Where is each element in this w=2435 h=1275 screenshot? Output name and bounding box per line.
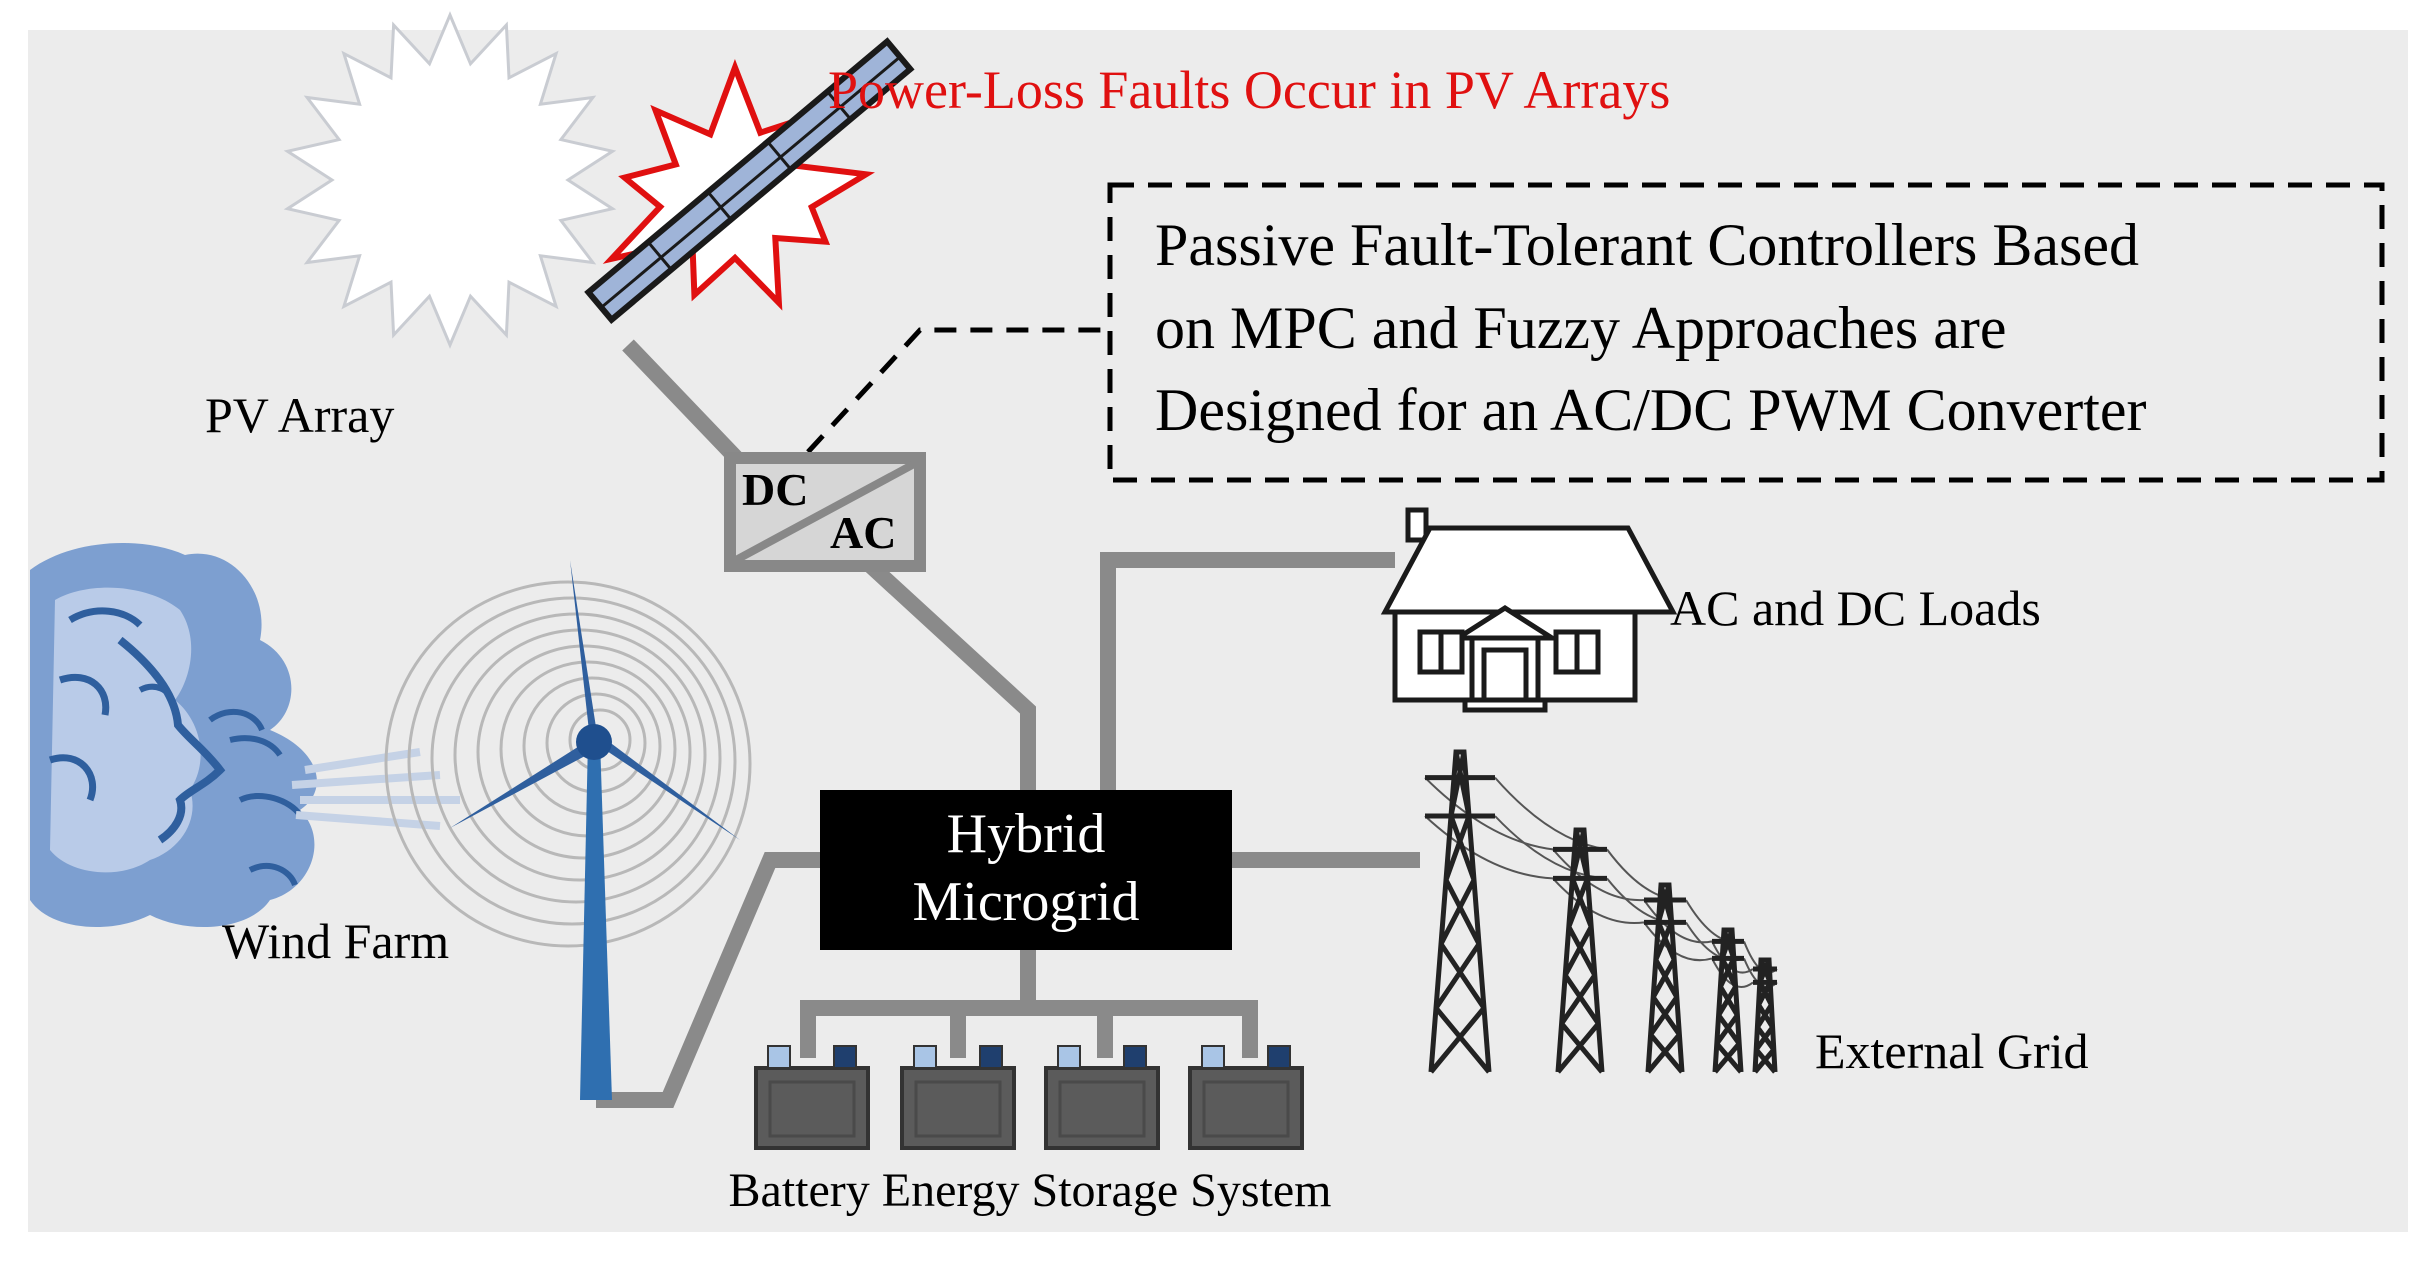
connection-wires [596,339,1420,1108]
power-line [1424,776,1554,851]
transmission-tower [1712,927,1744,1074]
fault-title: Power-Loss Faults Occur in PV Arrays [828,60,1670,120]
power-line [1643,921,1713,962]
wind-ring [407,596,737,926]
callout-line-2: on MPC and Fuzzy Approaches are [1155,295,2006,361]
converter-icon [724,452,926,572]
pv-array-label: PV Array [205,387,394,443]
power-line [1552,877,1645,925]
controller-callout-box [1107,182,2385,483]
transmission-tower [1752,957,1778,1074]
converter-ac-label: AC [830,507,896,558]
wire-turbine-to-hub [596,852,820,1108]
wire-battery-bus [800,1000,1258,1058]
transmission-tower [1644,882,1686,1074]
hub-label-line-2: Microgrid [912,871,1139,933]
callout-leader-line [806,327,1108,454]
battery-label: Battery Energy Storage System [729,1164,1332,1217]
wind-face-icon [30,543,460,927]
sun-icon [283,11,617,349]
wind-ring [384,580,752,948]
power-line [1643,899,1713,944]
house-icon [1380,507,1678,713]
transmission-tower-icon [1424,749,1778,1074]
wire-hub-to-loads [1100,552,1395,790]
transmission-tower [1425,749,1495,1074]
callout-line-3: Designed for an AC/DC PWM Converter [1155,377,2147,443]
callout-line-1: Passive Fault-Tolerant Controllers Based [1155,212,2139,278]
power-line [1424,815,1554,880]
power-line [1494,776,1608,851]
hybrid-microgrid-hub [820,790,1232,950]
wind-farm-label: Wind Farm [222,913,449,969]
external-grid-label: External Grid [1815,1023,2089,1079]
battery-icon [754,1045,1304,1150]
converter-dc-label: DC [742,464,808,515]
power-line [1552,848,1645,901]
wire-converter-to-hub [864,559,1036,790]
solar-panel-icon [584,37,915,325]
wind-turbine-icon [384,560,752,1100]
wire-pv-to-converter [622,339,746,468]
transmission-tower [1553,827,1607,1074]
hub-label-line-1: Hybrid [947,803,1106,865]
wind-ring [476,644,692,860]
loads-label: AC and DC Loads [1670,580,2041,636]
